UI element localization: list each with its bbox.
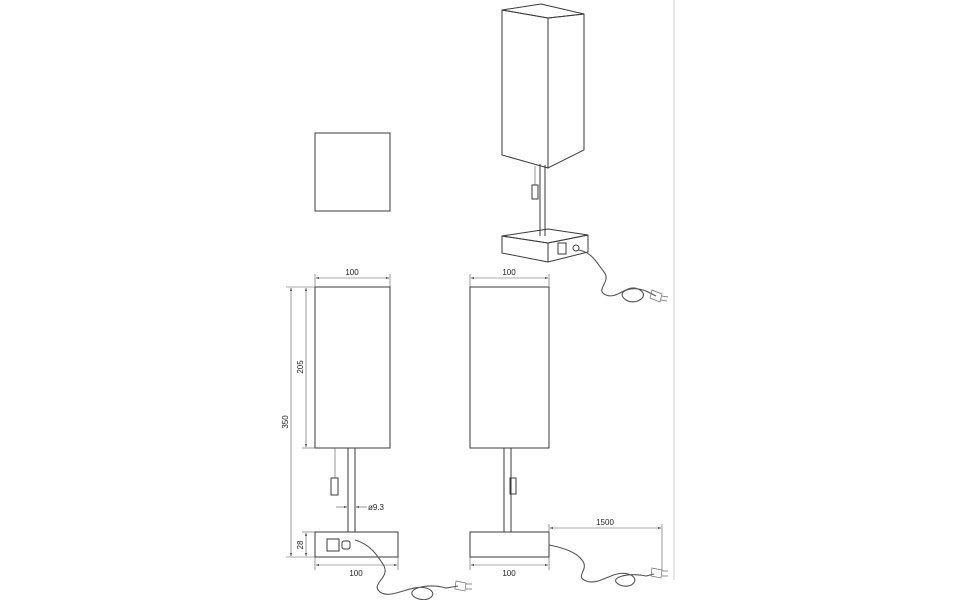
front-usb-port-icon xyxy=(326,538,340,552)
shade-front xyxy=(501,9,549,169)
label-total-height: 350 xyxy=(281,415,290,429)
usb-port-icon xyxy=(557,242,567,255)
label-side-bottom-width: 100 xyxy=(502,569,516,578)
side-pull-chain-knob xyxy=(509,477,517,495)
shade-top xyxy=(501,3,585,19)
dimension-lines xyxy=(286,274,663,570)
cord-socket-icon xyxy=(572,244,580,252)
front-power-cord xyxy=(354,539,459,600)
front-view xyxy=(314,286,472,600)
front-plug-icon xyxy=(454,580,472,592)
pull-chain-knob xyxy=(531,184,539,200)
front-base xyxy=(314,531,399,558)
label-shade-height: 205 xyxy=(296,360,305,374)
label-base-height: 28 xyxy=(296,540,305,549)
base-front xyxy=(501,235,549,263)
top-view xyxy=(314,132,391,212)
front-shade xyxy=(314,286,391,449)
front-switch-icon xyxy=(341,540,351,550)
perspective-view xyxy=(501,3,669,303)
side-base xyxy=(469,531,550,558)
label-side-top-width: 100 xyxy=(502,268,516,277)
dimension-labels: 100 100 350 205 28 ø9.3 100 100 1500 xyxy=(281,268,614,578)
label-rod-diameter: ø9.3 xyxy=(368,503,385,512)
label-cord-length: 1500 xyxy=(596,518,614,527)
side-plug-icon xyxy=(650,567,668,579)
base-side xyxy=(547,234,589,263)
front-pull-chain-knob xyxy=(330,477,339,496)
side-view xyxy=(469,286,668,587)
power-cord xyxy=(577,249,657,303)
side-power-cord xyxy=(548,544,655,587)
shade-side xyxy=(547,13,585,169)
label-bottom-width: 100 xyxy=(349,569,363,578)
plug-icon xyxy=(649,289,669,303)
side-shade xyxy=(469,286,550,449)
label-top-width: 100 xyxy=(345,268,359,277)
top-view-outline xyxy=(314,132,391,212)
